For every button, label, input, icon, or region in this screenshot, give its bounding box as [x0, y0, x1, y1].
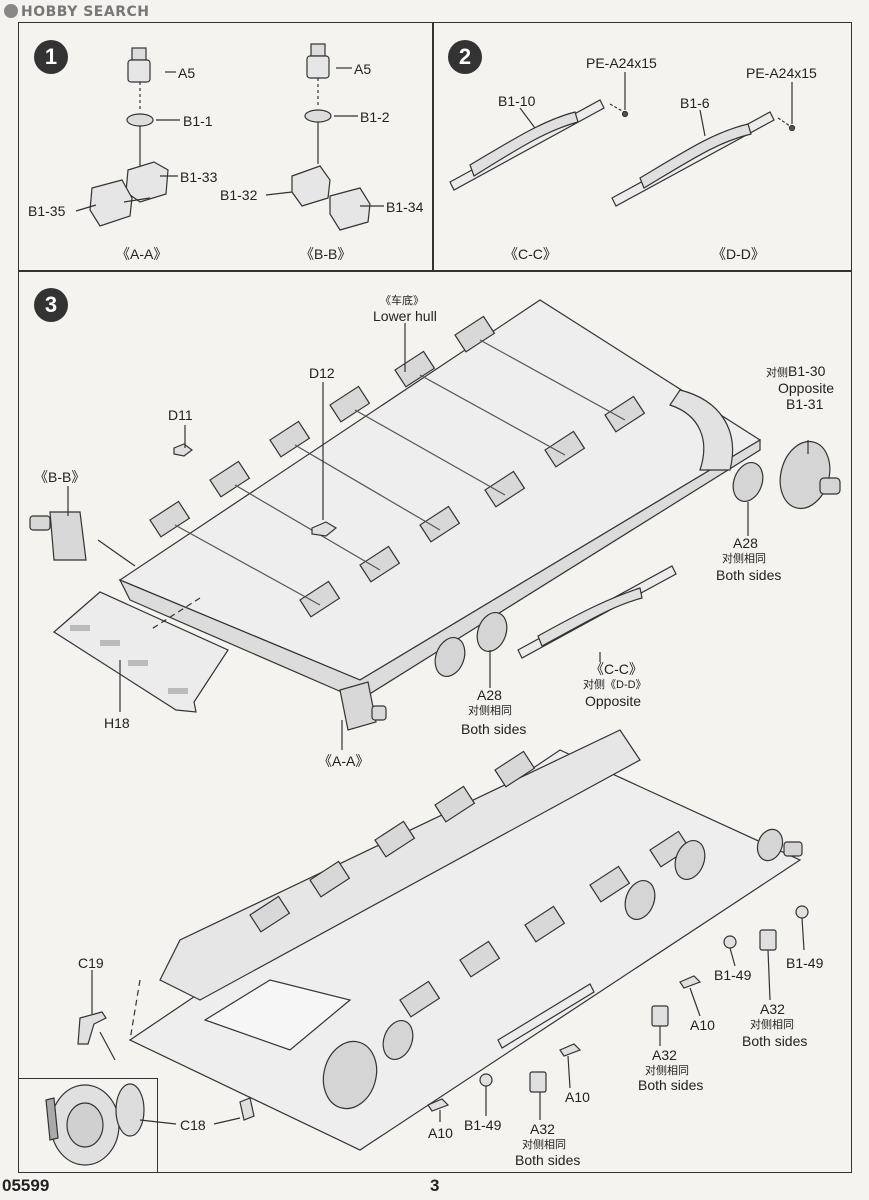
step-number-3: 3: [34, 288, 68, 322]
label-pe-right: PE-A24x15: [746, 65, 817, 81]
label-aa-step3: 《A-A》: [318, 753, 370, 769]
page-number: 3: [430, 1176, 440, 1195]
label-b1-32: B1-32: [220, 187, 258, 203]
caption-cc: 《C-C》: [504, 246, 557, 262]
step-number-2: 2: [448, 40, 482, 74]
label-b1-34: B1-34: [386, 199, 424, 215]
label-b1-49-b: B1-49: [786, 955, 824, 971]
label-a32-c: A32: [530, 1121, 555, 1137]
label-a28-bottom-cn: 对侧相同: [468, 705, 512, 717]
label-b1-33: B1-33: [180, 169, 218, 185]
step-number-1: 1: [34, 40, 68, 74]
label-b1-49-a: B1-49: [714, 967, 752, 983]
label-a28-bottom-en: Both sides: [461, 721, 527, 737]
caption-dd: 《D-D》: [712, 246, 765, 262]
detail-inset-drawing: [45, 1083, 177, 1166]
label-b1-10: B1-10: [498, 93, 536, 109]
step1-panel: [18, 22, 434, 272]
label-b1-6: B1-6: [680, 95, 710, 111]
label-c18: C18: [180, 1117, 206, 1133]
label-pe-left: PE-A24x15: [586, 55, 657, 71]
label-a10-a: A10: [690, 1017, 715, 1033]
label-a32-b: A32: [652, 1047, 677, 1063]
label-b1-30: 对侧B1-30: [766, 363, 826, 379]
label-bb-step3: 《B-B》: [34, 469, 86, 485]
label-a10-c: A10: [428, 1125, 453, 1141]
label-dd-opposite: Opposite: [585, 693, 642, 709]
label-opposite-b1: Opposite: [778, 380, 835, 396]
label-a32-b-en: Both sides: [638, 1077, 704, 1093]
label-dd-cn: 对侧《D-D》: [583, 679, 647, 691]
step3-panel: [18, 270, 852, 1173]
label-b1-2: B1-2: [360, 109, 390, 125]
label-h18: H18: [104, 715, 130, 731]
bb-part: [29, 511, 87, 561]
label-a32-b-cn: 对侧相同: [645, 1065, 689, 1077]
label-lower-hull-cn: 《车底》: [380, 295, 424, 307]
label-a32-c-en: Both sides: [515, 1152, 581, 1168]
label-a32-a-en: Both sides: [742, 1033, 808, 1049]
step1-left-assembly: [75, 47, 180, 227]
label-a5-right: A5: [354, 61, 372, 77]
label-a28-top-en: Both sides: [716, 567, 782, 583]
label-b1-35: B1-35: [28, 203, 66, 219]
watermark-logo-icon: [4, 4, 18, 18]
label-cc-step3: 《C-C》: [590, 661, 643, 677]
label-a32-a: A32: [760, 1001, 785, 1017]
label-a10-b: A10: [565, 1089, 590, 1105]
aa-part: [339, 681, 387, 731]
watermark: HOBBY SEARCH: [4, 4, 149, 20]
step2-left-strip: [449, 72, 629, 191]
label-b1-49-c: B1-49: [464, 1117, 502, 1133]
label-a5-left: A5: [178, 65, 196, 81]
step2-panel: [432, 22, 852, 272]
caption-aa: 《A-A》: [116, 246, 168, 262]
step1-right-assembly: [265, 43, 384, 231]
upper-hull-drawing: [29, 299, 841, 750]
label-c19: C19: [78, 955, 104, 971]
label-b1-1: B1-1: [183, 113, 213, 129]
lower-hull-drawing: [77, 729, 809, 1151]
label-a28-top-cn: 对侧相同: [722, 553, 766, 565]
label-d12: D12: [309, 365, 335, 381]
step2-right-strip: [611, 82, 796, 207]
label-d11: D11: [168, 407, 193, 423]
label-a28-bottom: A28: [477, 687, 502, 703]
kit-number: 05599: [2, 1176, 50, 1195]
detail-inset: [18, 1078, 158, 1173]
label-a28-top: A28: [733, 535, 758, 551]
label-b1-31: B1-31: [786, 396, 824, 412]
label-a32-a-cn: 对侧相同: [750, 1019, 794, 1031]
label-lower-hull: Lower hull: [373, 308, 437, 324]
label-a32-c-cn: 对侧相同: [522, 1139, 566, 1151]
caption-bb: 《B-B》: [300, 246, 352, 262]
